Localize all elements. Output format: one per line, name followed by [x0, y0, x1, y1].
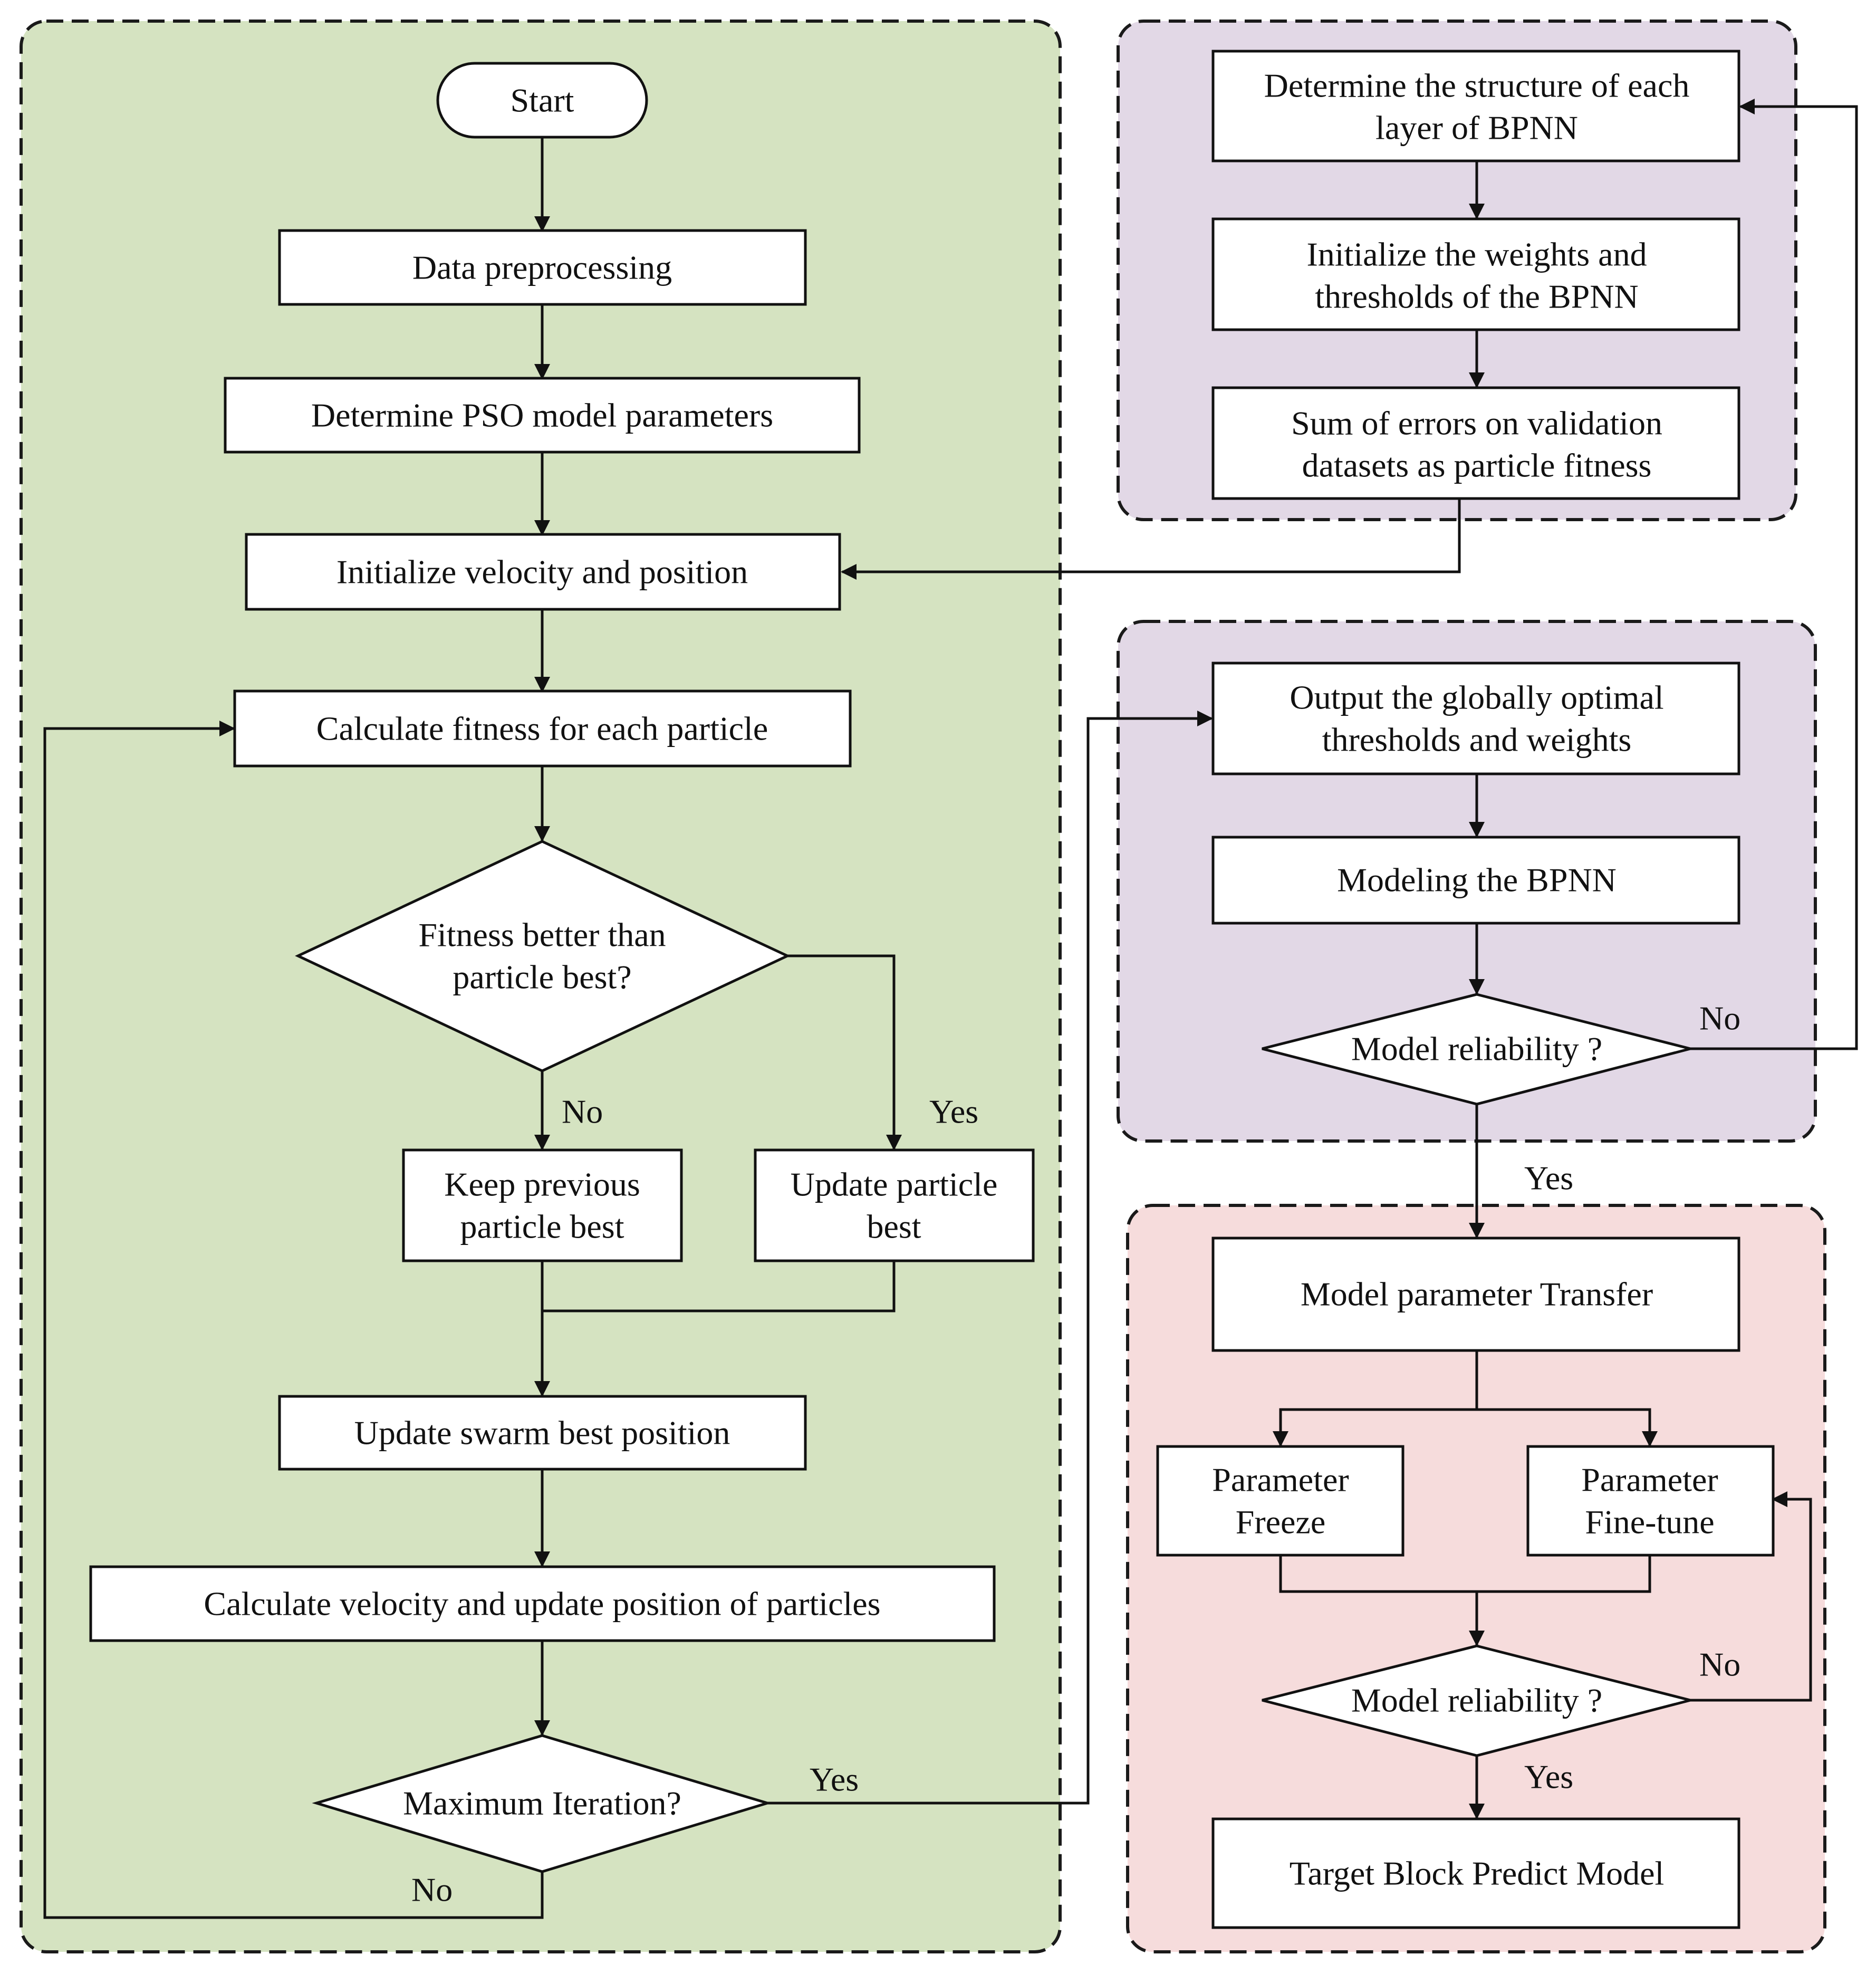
label-reliability1-yes: Yes	[1524, 1160, 1573, 1197]
node-modeling-bpnn-label: Modeling the BPNN	[1337, 861, 1617, 899]
node-param-finetune-line1: Parameter	[1581, 1461, 1718, 1499]
node-data-preprocessing: Data preprocessing	[278, 229, 807, 306]
node-model-reliability-2-label: Model reliability ?	[1351, 1682, 1602, 1719]
label-max-iter-yes: Yes	[810, 1761, 859, 1798]
node-init-weights-line2: thresholds of the BPNN	[1315, 278, 1638, 315]
node-initialize-velocity: Initialize velocity and position	[245, 533, 841, 611]
node-initialize-velocity-label: Initialize velocity and position	[336, 553, 748, 591]
node-sum-errors-line2: datasets as particle fitness	[1302, 447, 1652, 484]
node-max-iteration: Maximum Iteration?	[312, 1734, 772, 1873]
node-sum-errors: Sum of errors on validation datasets as …	[1211, 386, 1740, 500]
node-calculate-fitness: Calculate fitness for each particle	[233, 689, 852, 768]
edge-decision-yes-to-update	[787, 954, 902, 1151]
node-output-optimal-line2: thresholds and weights	[1322, 721, 1632, 759]
node-sum-errors-line1: Sum of errors on validation	[1291, 405, 1662, 442]
node-param-freeze: Parameter Freeze	[1156, 1445, 1404, 1557]
node-model-reliability-1-label: Model reliability ?	[1351, 1030, 1602, 1068]
node-target-block: Target Block Predict Model	[1211, 1817, 1740, 1929]
edge-sum-errors-to-initialize	[841, 499, 1461, 580]
label-reliability2-yes: Yes	[1524, 1758, 1573, 1796]
node-determine-pso-parameters-label: Determine PSO model parameters	[311, 397, 773, 434]
node-keep-previous-line2: particle best	[460, 1208, 624, 1245]
node-max-iteration-label: Maximum Iteration?	[403, 1785, 681, 1822]
transfer-panel	[1126, 1204, 1826, 1953]
label-fitness-no: No	[562, 1093, 603, 1130]
edge-update-to-merge	[542, 1261, 896, 1312]
node-output-optimal-line1: Output the globally optimal	[1290, 679, 1663, 716]
node-determine-structure-line2: layer of BPNN	[1375, 109, 1578, 147]
node-param-freeze-line1: Parameter	[1212, 1461, 1349, 1499]
node-determine-pso-parameters: Determine PSO model parameters	[224, 377, 861, 454]
edge-reliability2-no-to-finetune	[1690, 1491, 1812, 1702]
node-update-particle-line1: Update particle	[791, 1166, 998, 1203]
node-fitness-decision: Fitness better than particle best?	[295, 840, 791, 1072]
edge-freeze-finetune-merge	[1279, 1555, 1651, 1593]
node-model-reliability-1: Model reliability ?	[1262, 993, 1691, 1106]
node-keep-previous: Keep previous particle best	[402, 1148, 683, 1262]
node-calculate-velocity: Calculate velocity and update position o…	[89, 1565, 996, 1642]
node-data-preprocessing-label: Data preprocessing	[412, 249, 672, 286]
label-reliability2-no: No	[1699, 1646, 1740, 1683]
label-reliability1-no: No	[1699, 1000, 1740, 1037]
node-start: Start	[436, 62, 648, 139]
node-model-param-transfer-label: Model parameter Transfer	[1301, 1276, 1653, 1313]
edges	[43, 99, 1858, 1919]
node-modeling-bpnn: Modeling the BPNN	[1211, 836, 1740, 925]
node-determine-structure: Determine the structure of each layer of…	[1211, 50, 1740, 162]
node-param-finetune-line2: Fine-tune	[1585, 1503, 1714, 1541]
node-update-swarm-label: Update swarm best position	[354, 1414, 730, 1452]
node-output-optimal: Output the globally optimal thresholds a…	[1211, 662, 1740, 775]
node-param-finetune: Parameter Fine-tune	[1526, 1445, 1775, 1557]
node-update-particle-line2: best	[867, 1208, 921, 1245]
edge-max-iter-no-loop	[43, 721, 544, 1919]
node-fitness-decision-line2: particle best?	[453, 959, 631, 996]
node-init-weights-line1: Initialize the weights and	[1306, 236, 1647, 273]
node-calculate-velocity-label: Calculate velocity and update position o…	[204, 1585, 880, 1623]
edge-reliability1-no-to-structure	[1690, 99, 1858, 1050]
edge-transfer-to-finetune	[1477, 1408, 1658, 1447]
node-model-param-transfer: Model parameter Transfer	[1211, 1237, 1740, 1352]
label-fitness-yes: Yes	[929, 1093, 978, 1130]
node-fitness-decision-line1: Fitness better than	[418, 916, 666, 954]
node-determine-structure-line1: Determine the structure of each	[1264, 67, 1690, 104]
node-keep-previous-line1: Keep previous	[444, 1166, 640, 1203]
node-update-swarm: Update swarm best position	[278, 1395, 807, 1471]
node-update-particle: Update particle best	[754, 1148, 1035, 1262]
node-init-weights: Initialize the weights and thresholds of…	[1211, 217, 1740, 331]
node-param-freeze-line2: Freeze	[1236, 1503, 1326, 1541]
node-target-block-label: Target Block Predict Model	[1290, 1855, 1665, 1892]
edge-max-iter-yes-to-output	[767, 711, 1213, 1805]
node-model-reliability-2: Model reliability ?	[1262, 1644, 1691, 1757]
label-max-iter-no: No	[411, 1871, 453, 1909]
node-start-label: Start	[511, 82, 574, 119]
node-calculate-fitness-label: Calculate fitness for each particle	[316, 710, 768, 748]
